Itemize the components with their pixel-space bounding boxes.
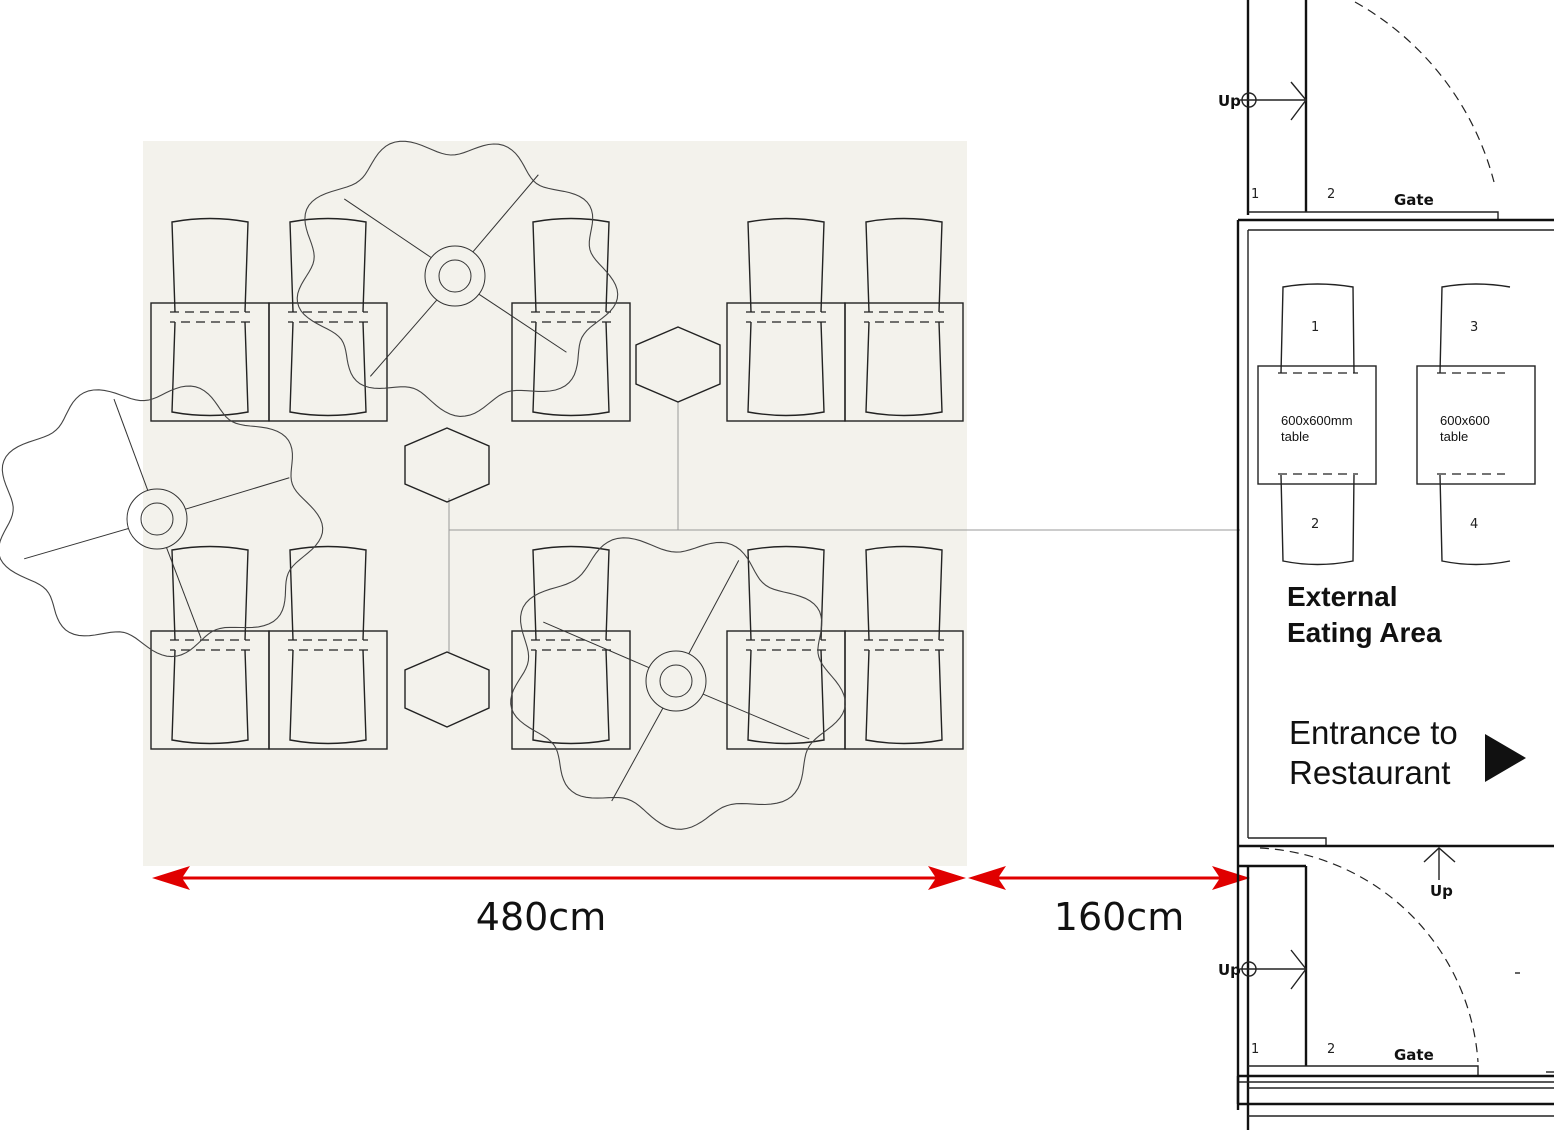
kiosk-table-2: 600x600 table 3 4 xyxy=(1416,283,1536,566)
parasol-bottom xyxy=(510,537,846,830)
entrance-label-line1: Entrance to xyxy=(1289,714,1458,751)
area-title-line1: External xyxy=(1287,581,1398,612)
area-title-line2: Eating Area xyxy=(1287,617,1442,648)
stair-number-1: 1 xyxy=(1251,1042,1259,1057)
seat-number: 1 xyxy=(1311,320,1319,335)
service-lines xyxy=(448,402,1240,652)
stairs-top: Up 1 2 Gate xyxy=(1218,81,1434,209)
parasol-top xyxy=(296,140,619,417)
kiosk-table-1: 600x600mm table 1 2 xyxy=(1257,283,1377,566)
stairs-up-label: Up xyxy=(1218,961,1241,979)
seat-number: 2 xyxy=(1311,517,1319,532)
table-size-label-2: table xyxy=(1281,429,1309,444)
entrance-arrow-icon xyxy=(1485,734,1526,782)
stair-number-2: 2 xyxy=(1327,187,1335,202)
seat-number: 4 xyxy=(1470,517,1478,532)
dimension-480: 480cm xyxy=(152,866,966,939)
gate-label: Gate xyxy=(1394,191,1434,209)
door-swings xyxy=(1259,1,1495,1063)
table-size-label-2: table xyxy=(1440,429,1468,444)
stairs-bottom: Up 1 2 Gate xyxy=(1218,949,1520,1064)
dimension-label-160: 160cm xyxy=(1054,895,1184,939)
building-walls xyxy=(1236,0,1554,1130)
entrance-label-line2: Restaurant xyxy=(1289,754,1450,791)
dimension-160: 160cm xyxy=(968,866,1250,939)
stairs-up-label: Up xyxy=(1218,92,1241,110)
dimension-label-480: 480cm xyxy=(476,895,606,939)
table-size-label: 600x600 xyxy=(1440,413,1490,428)
parasol-left xyxy=(0,385,324,658)
gate-label: Gate xyxy=(1394,1046,1434,1064)
stair-number-1: 1 xyxy=(1251,187,1259,202)
hexagon-planters xyxy=(404,326,721,728)
stairs-up-label: Up xyxy=(1430,882,1453,900)
parasol-canopies xyxy=(0,140,846,830)
table-size-label: 600x600mm xyxy=(1281,413,1353,428)
seat-number: 3 xyxy=(1470,320,1478,335)
stair-number-2: 2 xyxy=(1327,1042,1335,1057)
seating-area-background xyxy=(143,141,967,866)
stairs-middle-up: Up xyxy=(1423,847,1456,900)
